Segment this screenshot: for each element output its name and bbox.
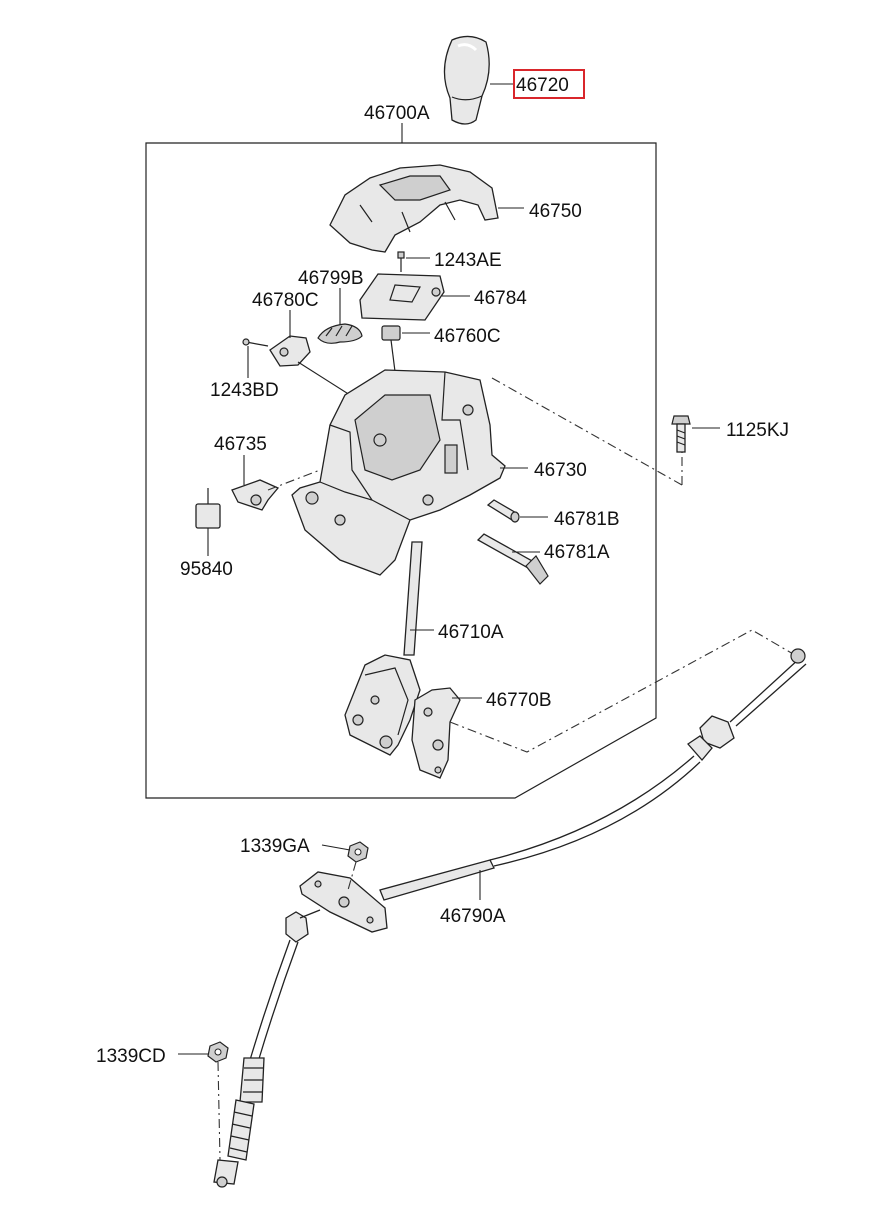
callout-46720[interactable]: 46720 [516,75,569,96]
lever-46735[interactable] [231,479,280,511]
callout-46710a[interactable]: 46710A [438,622,504,643]
callout-95840[interactable]: 95840 [180,559,233,580]
callout-46750[interactable]: 46750 [529,201,582,222]
callout-46760c[interactable]: 46760C [434,326,501,347]
callout-46700a[interactable]: 46700A [364,103,430,124]
callout-1125kj[interactable]: 1125KJ [726,420,789,441]
assembly-frame [145,142,657,799]
callout-46735[interactable]: 46735 [214,434,267,455]
plate-46784[interactable] [359,273,445,321]
callout-46790a[interactable]: 46790A [440,906,506,927]
bracket-46780c[interactable] [269,335,311,367]
pin-46781b[interactable] [486,499,520,523]
callout-46770b[interactable]: 46770B [486,690,552,711]
shift-cable[interactable] [213,648,807,1188]
callout-1243bd[interactable]: 1243BD [210,380,279,401]
screw-1243bd[interactable] [242,338,269,347]
bracket-46770b[interactable] [411,687,461,779]
callout-46799b[interactable]: 46799B [298,268,364,289]
callout-1339cd[interactable]: 1339CD [96,1046,166,1067]
shift-lever[interactable] [344,541,423,756]
spring-46799b[interactable] [317,323,363,344]
callout-1339ga[interactable]: 1339GA [240,836,310,857]
solenoid-95840[interactable] [195,488,221,529]
callout-46730[interactable]: 46730 [534,460,587,481]
callout-46784[interactable]: 46784 [474,288,527,309]
bolt-1125kj[interactable] [671,415,691,453]
pin-46781a[interactable] [476,533,549,585]
shift-bracket[interactable] [291,369,506,576]
callout-46780c[interactable]: 46780C [252,290,319,311]
shift-knob[interactable] [443,35,490,125]
callout-46781a[interactable]: 46781A [544,542,610,563]
nut-1339ga[interactable] [347,841,369,863]
indicator-cover[interactable] [329,164,499,253]
callout-46781b[interactable]: 46781B [554,509,620,530]
highlight-box [513,69,585,99]
nut-1339cd[interactable] [207,1041,229,1063]
callout-1243ae[interactable]: 1243AE [434,250,502,271]
screw-1243ae[interactable] [397,251,405,272]
